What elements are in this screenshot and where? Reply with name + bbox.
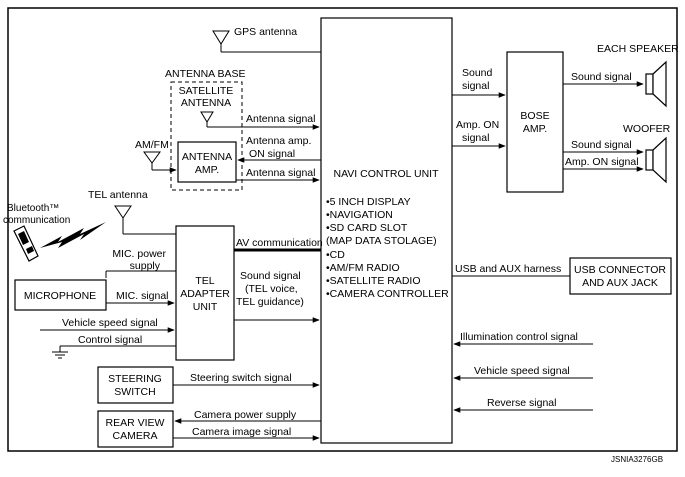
tel-adapter-label: ADAPTER — [180, 288, 230, 300]
wireless-bolt-icon — [40, 222, 106, 248]
antenna-base-frame — [170, 81, 243, 191]
control-signal-label: Control signal — [78, 334, 142, 346]
gps-antenna-label: GPS antenna — [234, 26, 297, 38]
vehicle-speed-right-label: Vehicle speed signal — [474, 365, 570, 377]
av-communication-label: AV communication — [236, 237, 323, 249]
navi-feature: •NAVIGATION — [326, 209, 393, 221]
sound-signal-tel-label: Sound signal — [240, 270, 301, 282]
diagram-frame — [7, 7, 678, 452]
mic-power-label: supply — [130, 260, 161, 272]
antenna-amp-box — [177, 141, 237, 183]
camera-image-label: Camera image signal — [192, 426, 291, 438]
bluetooth-label: communication — [3, 215, 70, 226]
rear-view-camera-box — [97, 410, 174, 448]
satellite-antenna-label: SATELLITE — [179, 85, 234, 97]
navi-title: NAVI CONTROL UNIT — [333, 168, 439, 180]
am-fm-antenna-icon — [143, 151, 177, 173]
amp-on-bose-label: Amp. ON — [456, 119, 499, 131]
antenna-amp-label: ANTENNA — [182, 151, 232, 163]
steering-switch-label: SWITCH — [114, 386, 155, 398]
rear-view-camera-label: CAMERA — [113, 430, 158, 442]
vehicle-speed-left-label: Vehicle speed signal — [62, 317, 158, 329]
steering-switch-label: STEERING — [108, 373, 162, 385]
antenna-amp-on-label: Antenna amp. — [246, 135, 311, 147]
usb-aux-label: USB CONNECTOR — [574, 264, 666, 276]
steering-switch-signal-label: Steering switch signal — [190, 372, 292, 384]
sound-signal-tel-label: (TEL voice, — [245, 283, 298, 295]
each-speaker-label: EACH SPEAKER — [597, 43, 679, 55]
bose-amp-box — [506, 51, 564, 193]
navi-feature: •AM/FM RADIO — [326, 262, 400, 274]
gps-antenna-icon — [212, 30, 321, 53]
mic-power-label: MIC. power — [112, 248, 166, 260]
navi-feature: •SD CARD SLOT — [326, 222, 408, 234]
diagram-code: JSNIA3276GB — [611, 455, 663, 464]
tel-antenna-icon — [114, 205, 176, 235]
antenna-signal-2-label: Antenna signal — [246, 167, 315, 179]
amp-on-woofer-label: Amp. ON signal — [565, 156, 639, 168]
amp-on-bose-label: signal — [462, 132, 489, 144]
antenna-base-label: ANTENNA BASE — [165, 68, 246, 80]
navi-feature: (MAP DATA STOLAGE) — [326, 235, 437, 247]
mic-signal-label: MIC. signal — [116, 290, 169, 302]
woofer-label: WOOFER — [623, 123, 671, 135]
usb-aux-label: AND AUX JACK — [582, 277, 658, 289]
speaker-icon — [645, 60, 667, 108]
navi-control-unit: NAVI CONTROL UNIT •5 INCH DISPLAY •NAVIG… — [320, 17, 453, 444]
tel-adapter-unit-box — [175, 225, 235, 361]
navi-feature: •CAMERA CONTROLLER — [326, 288, 449, 300]
bluetooth-label: Bluetooth™ — [7, 203, 59, 214]
microphone-label: MICROPHONE — [24, 290, 96, 302]
sound-signal-woofer-label: Sound signal — [571, 139, 632, 151]
am-fm-label: AM/FM — [135, 139, 169, 151]
tel-adapter-label: TEL — [195, 275, 214, 287]
camera-power-label: Camera power supply — [194, 409, 297, 421]
bose-amp-label: AMP. — [523, 123, 547, 135]
sound-signal-bose-label: signal — [462, 80, 489, 92]
navi-feature: •CD — [326, 249, 345, 261]
sound-signal-speaker-label: Sound signal — [571, 71, 632, 83]
antenna-amp-on-label: ON signal — [249, 148, 295, 160]
antenna-signal-1-label: Antenna signal — [246, 113, 315, 125]
illumination-label: Illumination control signal — [460, 331, 578, 343]
microphone-box — [14, 279, 107, 311]
reverse-label: Reverse signal — [487, 397, 556, 409]
usb-aux-box — [569, 257, 672, 295]
satellite-antenna-icon — [200, 111, 214, 127]
phone-icon — [13, 225, 39, 262]
sound-signal-tel-label: TEL guidance) — [236, 296, 304, 308]
tel-adapter-label: UNIT — [193, 301, 218, 313]
usb-harness-label: USB and AUX harness — [455, 263, 561, 275]
satellite-antenna-label: ANTENNA — [181, 97, 231, 109]
rear-view-camera-label: REAR VIEW — [106, 417, 165, 429]
bose-amp-label: BOSE — [520, 110, 549, 122]
tel-antenna-label: TEL antenna — [88, 189, 148, 201]
navi-feature: •SATELLITE RADIO — [326, 275, 421, 287]
woofer-icon — [645, 136, 667, 184]
ground-icon — [52, 346, 68, 359]
navi-feature: •5 INCH DISPLAY — [326, 196, 411, 208]
sound-signal-bose-label: Sound — [462, 67, 493, 79]
antenna-amp-label: AMP. — [195, 164, 219, 176]
steering-switch-box — [97, 366, 174, 404]
